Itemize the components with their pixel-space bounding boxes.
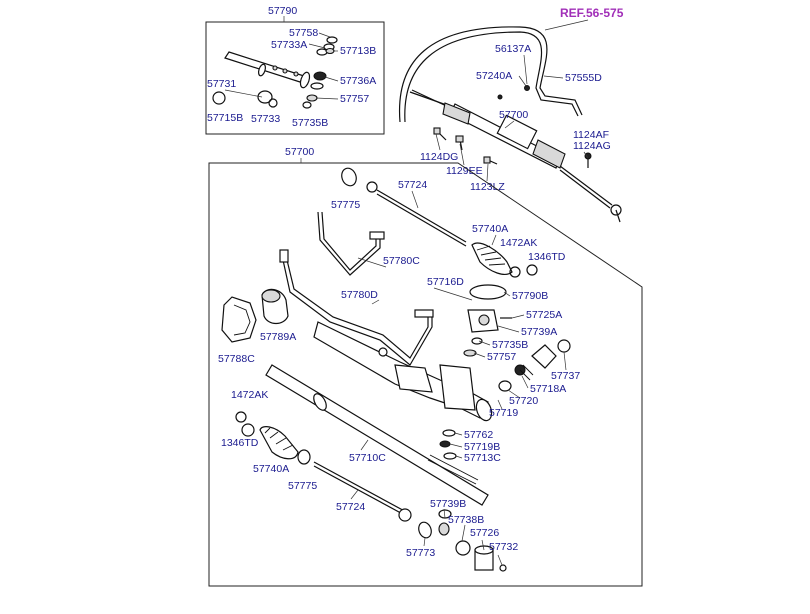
inset-label[interactable]: 57758	[289, 27, 318, 39]
inset-label[interactable]: 57733	[251, 113, 280, 125]
part-label[interactable]: 57738B	[448, 514, 484, 526]
top-assembly-drawing	[398, 26, 622, 223]
inset-labels: 57758 57733A 57713B 57731 57736A 57757 5…	[207, 27, 376, 129]
part-label[interactable]: 1472AK	[500, 237, 537, 249]
part-label[interactable]: 57790B	[512, 290, 548, 302]
inset-label[interactable]: 57733A	[271, 39, 307, 51]
part-label[interactable]: 57724	[336, 501, 365, 513]
part-label[interactable]: 57700	[499, 109, 528, 121]
part-label[interactable]: 57735B	[492, 339, 528, 351]
inset-label[interactable]: 57731	[207, 78, 236, 90]
part-label[interactable]: 57762	[464, 429, 493, 441]
part-label[interactable]: 57724	[398, 179, 427, 191]
part-label[interactable]: 57720	[509, 395, 538, 407]
part-label[interactable]: 57726	[470, 527, 499, 539]
part-label[interactable]: 57719	[489, 407, 518, 419]
part-label[interactable]: 57788C	[218, 353, 255, 365]
part-label[interactable]: 57737	[551, 370, 580, 382]
part-label[interactable]: 57713C	[464, 452, 501, 464]
inset-label[interactable]: 57757	[340, 93, 369, 105]
part-label[interactable]: 56137A	[495, 43, 531, 55]
part-label[interactable]: 57716D	[427, 276, 464, 288]
part-label[interactable]: 1124AF	[573, 129, 609, 141]
exploded-labels: 57775 57724 57740A 1472AK 1346TD 57780C …	[218, 179, 580, 559]
part-label[interactable]: 57773	[406, 547, 435, 559]
part-label[interactable]: 57757	[487, 351, 516, 363]
exploded-parts-drawing	[221, 167, 571, 572]
part-label[interactable]: 57775	[288, 480, 317, 492]
part-label[interactable]: 57739A	[521, 326, 557, 338]
part-label[interactable]: 1124DG	[420, 151, 458, 163]
part-label[interactable]: 57739B	[430, 498, 466, 510]
part-label[interactable]: 57718A	[530, 383, 566, 395]
part-label[interactable]: 57710C	[349, 452, 386, 464]
part-label[interactable]: 57732	[489, 541, 518, 553]
part-label[interactable]: 57719B	[464, 441, 500, 453]
exploded-box-frame	[208, 162, 643, 587]
part-label[interactable]: 57780C	[383, 255, 420, 267]
part-label[interactable]: 1124AG	[573, 140, 611, 152]
exploded-box-title: 57700	[285, 146, 314, 158]
part-label[interactable]: 57775	[331, 199, 360, 211]
reference-label[interactable]: REF.56-575	[560, 6, 624, 20]
inset-label[interactable]: 57735B	[292, 117, 328, 129]
part-label[interactable]: 57780D	[341, 289, 378, 301]
part-label[interactable]: 1346TD	[221, 437, 259, 449]
top-assembly-labels: 56137A 57240A 57555D 57700 1124AF 1124AG…	[420, 43, 611, 193]
inset-box-title: 57790	[268, 5, 297, 17]
part-label[interactable]: 57555D	[565, 72, 602, 84]
part-label[interactable]: 57740A	[472, 223, 508, 235]
part-label[interactable]: 1346TD	[528, 251, 566, 263]
part-label[interactable]: 1123LZ	[470, 181, 505, 193]
inset-label[interactable]: 57715B	[207, 112, 243, 124]
inset-label[interactable]: 57736A	[340, 75, 376, 87]
part-label[interactable]: 57789A	[260, 331, 296, 343]
inset-label[interactable]: 57713B	[340, 45, 376, 57]
part-label[interactable]: 1472AK	[231, 389, 268, 401]
inset-parts-drawing	[212, 36, 338, 109]
part-label[interactable]: 57740A	[253, 463, 289, 475]
inset-box-frame	[205, 21, 385, 135]
part-label[interactable]: 57725A	[526, 309, 562, 321]
part-label[interactable]: 57240A	[476, 70, 512, 82]
